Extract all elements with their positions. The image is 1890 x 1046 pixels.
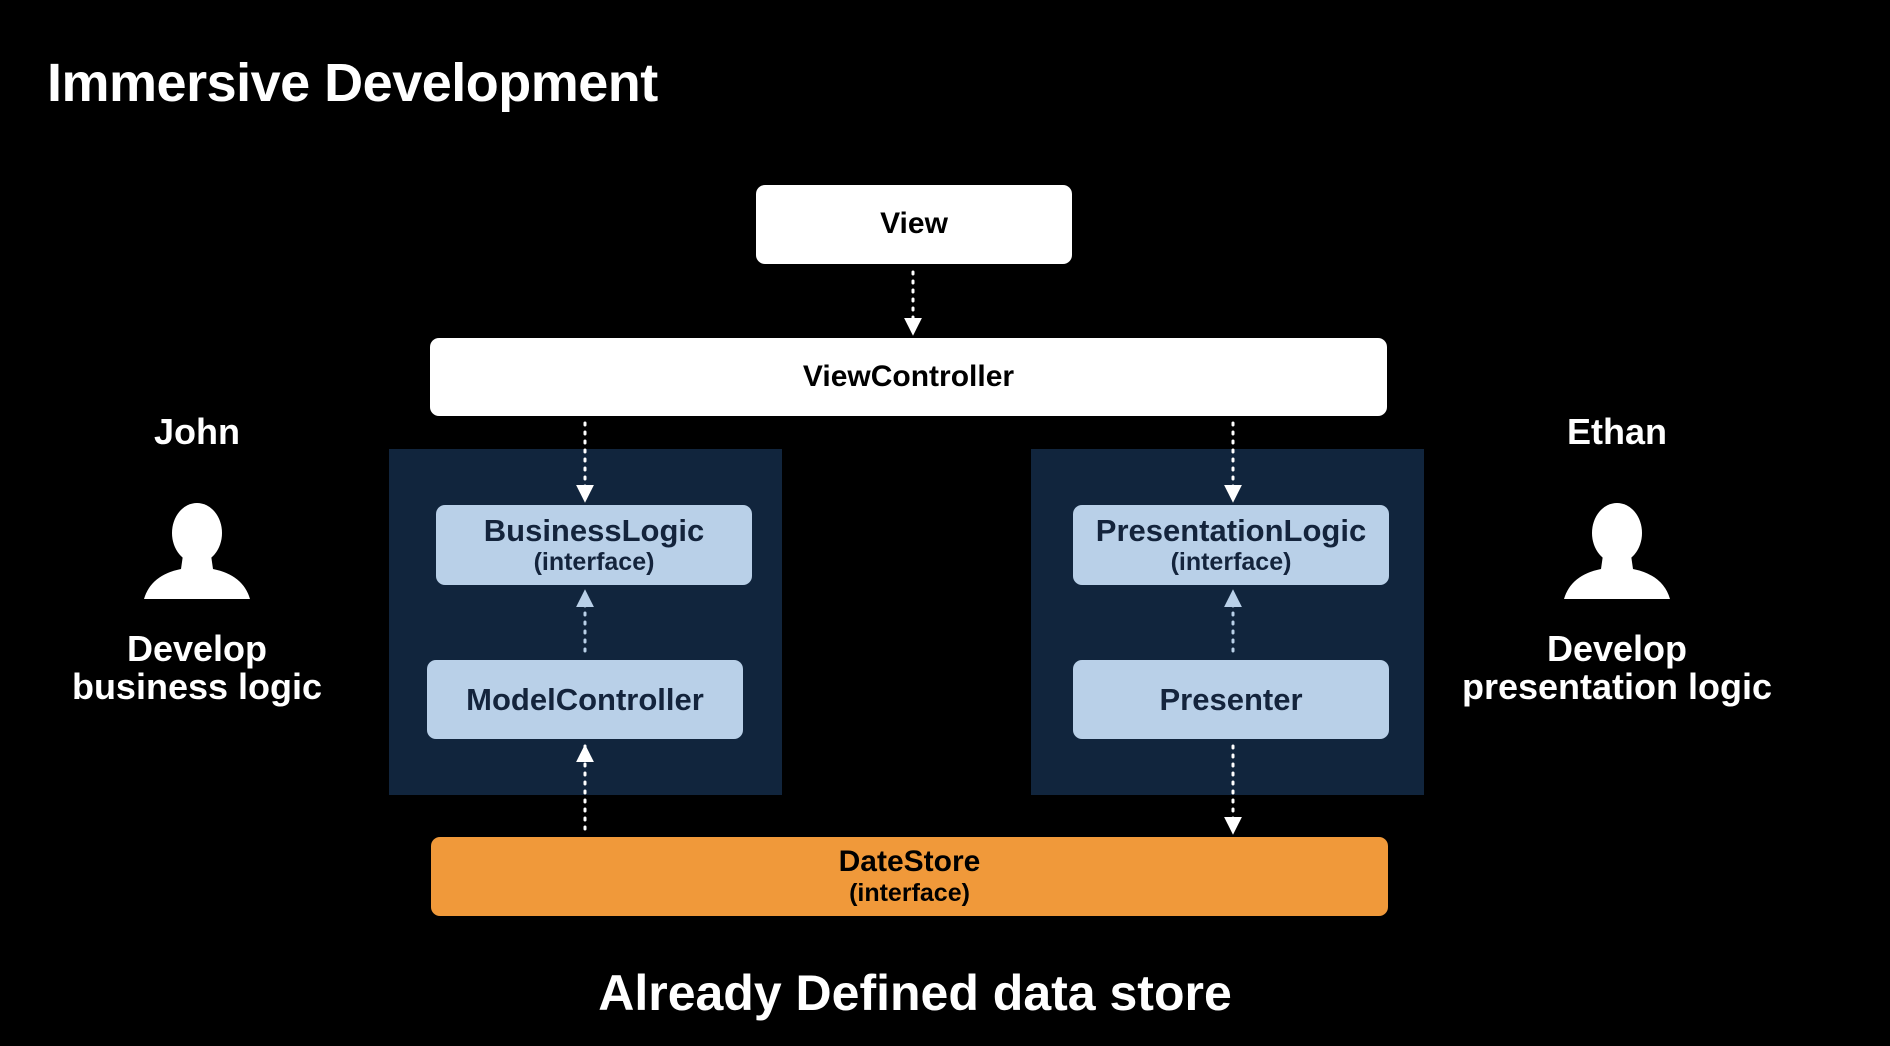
date-store-note: (interface)	[849, 879, 970, 908]
business-logic-note: (interface)	[533, 548, 655, 577]
caption: Already Defined data store	[598, 965, 1232, 1021]
page-title: Immersive Development	[47, 53, 658, 113]
left-person-role-line1: Develop	[126, 628, 268, 669]
right-person-role-line1: Develop	[1546, 628, 1688, 669]
presentation-logic-box: PresentationLogic (interface)	[1073, 505, 1389, 585]
date-store-label: DateStore	[838, 844, 981, 878]
model-controller-box: ModelController	[427, 660, 743, 739]
date-store-box: DateStore (interface)	[431, 837, 1388, 916]
view-label: View	[880, 207, 948, 241]
left-person-role-line2: business logic	[71, 665, 323, 707]
person-icon	[1564, 503, 1670, 599]
right-person-name: Ethan	[1566, 411, 1667, 452]
presenter-label: Presenter	[1159, 681, 1303, 717]
view-controller-label: ViewController	[802, 359, 1015, 393]
person-icon	[144, 503, 250, 599]
presentation-logic-label: PresentationLogic	[1095, 512, 1367, 548]
business-logic-label: BusinessLogic	[483, 512, 705, 548]
business-logic-box: BusinessLogic (interface)	[436, 505, 752, 585]
presentation-logic-note: (interface)	[1170, 548, 1292, 577]
view-box: View	[756, 185, 1072, 264]
right-person-role: Develop presentation logic	[1437, 630, 1797, 706]
presenter-box: Presenter	[1073, 660, 1389, 739]
model-controller-label: ModelController	[466, 681, 704, 717]
left-person-role: Develop business logic	[47, 630, 347, 706]
view-controller-box: ViewController	[430, 338, 1387, 416]
right-person-role-line2: presentation logic	[1461, 665, 1773, 707]
left-person-name: John	[154, 411, 240, 452]
